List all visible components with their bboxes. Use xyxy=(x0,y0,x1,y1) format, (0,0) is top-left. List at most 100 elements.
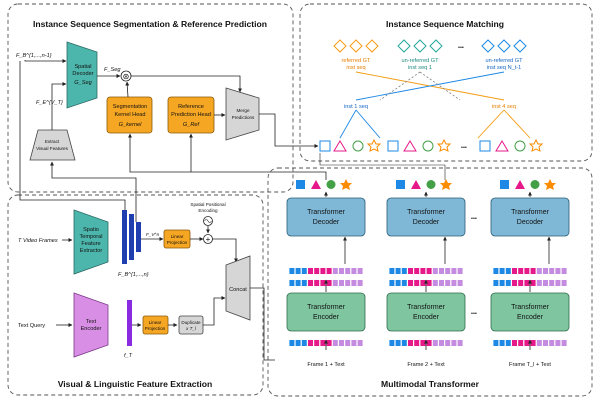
token-0-0-0 xyxy=(289,268,295,274)
token-rows xyxy=(289,268,567,346)
inst1-seq-label: inst 1 seq xyxy=(344,104,368,110)
token-0-0-10 xyxy=(351,268,357,274)
token-1-2-3 xyxy=(408,340,413,346)
f-b-prev-label: F_B^{1,...,n-1} xyxy=(16,53,52,59)
token-2-2-4 xyxy=(518,340,524,346)
concat-label: Concat xyxy=(229,287,247,293)
gt-unreferred-1-shapes xyxy=(397,39,443,53)
spatial-decoder-label-3: G_Seg xyxy=(74,80,92,86)
segmentation-panel xyxy=(7,3,294,193)
transformer-column-3: Transformer Decoder Transformer Encoder … xyxy=(490,179,570,368)
token-1-2-4 xyxy=(414,340,420,346)
token-1-2-5 xyxy=(420,340,426,346)
token-0-0-8 xyxy=(339,268,344,274)
token-1-1-11 xyxy=(457,280,463,286)
text-linear-projection-block xyxy=(142,315,169,335)
text-lin-proj-label-1: Linear xyxy=(149,320,162,325)
token-1-2-8 xyxy=(439,340,444,346)
token-0-1-5 xyxy=(320,280,326,286)
token-0-1-2 xyxy=(301,280,307,286)
token-0-2-11 xyxy=(357,340,363,346)
token-1-2-9 xyxy=(445,340,451,346)
duplicate-label-2: x T_l xyxy=(185,326,197,331)
arrow-mult-to-merge xyxy=(131,75,242,93)
token-2-2-11 xyxy=(561,340,567,346)
token-2-0-11 xyxy=(561,268,567,274)
f-t-label: f_T xyxy=(124,353,133,359)
frame-n-label: Frame T_l + Text xyxy=(509,362,551,368)
token-0-1-0 xyxy=(289,280,295,286)
segmentation-kernel-head-block xyxy=(106,96,153,134)
transformer-decoder-1 xyxy=(286,197,366,237)
decoder-output-shapes-3 xyxy=(500,179,556,190)
merge-label-2: Predictions xyxy=(232,115,255,120)
token-2-1-10 xyxy=(555,280,561,286)
token-1-0-8 xyxy=(439,268,444,274)
token-0-1-3 xyxy=(308,280,313,286)
token-0-2-4 xyxy=(314,340,320,346)
duplicate-block xyxy=(178,315,204,335)
token-2-1-1 xyxy=(499,280,505,286)
text-encoder-label-1: Text xyxy=(86,319,97,325)
ref-head-label-2: Prediction Head xyxy=(171,112,211,118)
spatial-decoder-block xyxy=(66,41,98,109)
token-1-2-7 xyxy=(432,340,438,346)
merge-label-1: Merge xyxy=(236,108,249,113)
token-1-1-1 xyxy=(395,280,401,286)
token-0-1-6 xyxy=(326,280,332,286)
decoder-ellipsis: ••• xyxy=(471,216,477,222)
spatial-decoder-label-1: Spatial xyxy=(74,64,91,70)
extractor-label-4: Extractor xyxy=(80,248,103,254)
token-1-0-7 xyxy=(432,268,438,274)
transformer-column-2: Transformer Decoder Transformer Encoder … xyxy=(386,179,466,368)
feature-panel-title: Visual & Linguistic Feature Extraction xyxy=(58,379,213,389)
extractor-label-3: Feature xyxy=(81,241,100,247)
frame-2-label: Frame 2 + Text xyxy=(407,362,445,368)
decoder-output-shapes-2 xyxy=(396,179,452,190)
token-1-0-11 xyxy=(457,268,463,274)
decoder-1-label-2: Decoder xyxy=(313,219,340,226)
token-1-1-4 xyxy=(414,280,420,286)
unreferred-gt-1-label-2: inst seq 1 xyxy=(408,65,432,71)
token-1-0-6 xyxy=(426,268,432,274)
matching-lines xyxy=(339,71,531,139)
merge-predictions-block xyxy=(225,87,260,141)
token-1-2-6 xyxy=(426,340,432,346)
text-encoder-label-2: Encoder xyxy=(81,326,102,332)
token-0-0-2 xyxy=(301,268,307,274)
token-1-0-9 xyxy=(445,268,451,274)
extract-visual-features-block xyxy=(29,129,76,161)
text-feature-bar xyxy=(127,300,132,346)
token-1-0-4 xyxy=(414,268,420,274)
token-1-2-11 xyxy=(457,340,463,346)
decoder-1-label-1: Transformer xyxy=(307,209,346,216)
arrow-dup-to-concat xyxy=(203,296,226,326)
token-2-0-7 xyxy=(536,268,542,274)
ref-head-label-3: G_Ref xyxy=(183,122,201,128)
token-1-1-7 xyxy=(432,280,438,286)
decoder-2-label-1: Transformer xyxy=(407,209,446,216)
spatial-pos-label-2: Encoding xyxy=(198,208,218,213)
visual-lin-proj-label-1: Linear xyxy=(171,234,184,239)
f-e-label: F_E^{V_T} xyxy=(36,100,63,106)
token-1-2-2 xyxy=(401,340,407,346)
token-2-2-6 xyxy=(530,340,536,346)
token-0-0-7 xyxy=(332,268,338,274)
token-0-0-6 xyxy=(326,268,332,274)
arrow-extract-to-decoder xyxy=(51,82,67,130)
token-1-2-1 xyxy=(395,340,401,346)
referred-gt-label-1: referred GT xyxy=(342,58,371,64)
extract-visual-label-1: Extract xyxy=(45,139,60,144)
token-0-1-11 xyxy=(357,280,363,286)
token-2-2-10 xyxy=(555,340,561,346)
arrow-merge-to-matching xyxy=(259,113,319,148)
feature-bar-3 xyxy=(136,222,141,252)
encoder-ellipsis: ••• xyxy=(471,311,477,317)
decoder-output-shapes-1 xyxy=(296,179,352,190)
token-1-1-9 xyxy=(445,280,451,286)
token-0-2-5 xyxy=(320,340,326,346)
token-1-0-5 xyxy=(420,268,426,274)
token-1-0-1 xyxy=(395,268,401,274)
feature-bar-1 xyxy=(122,210,127,264)
